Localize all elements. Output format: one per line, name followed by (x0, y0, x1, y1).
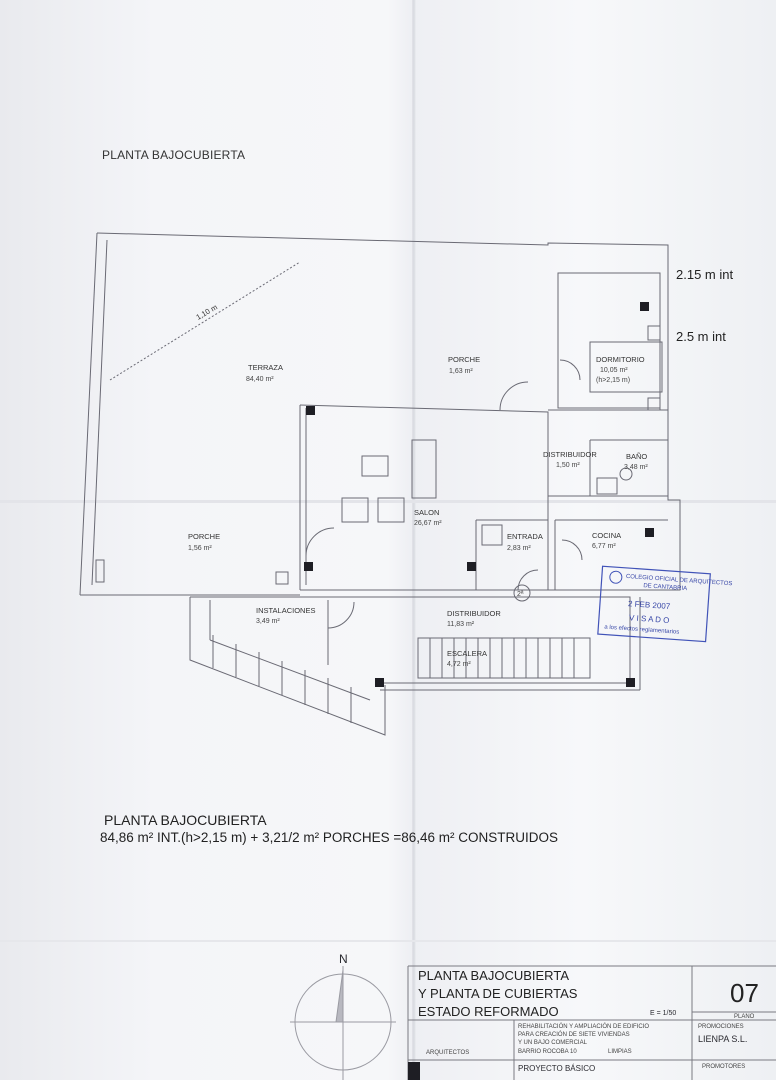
drawing-title-line1: PLANTA BAJOCUBIERTA (418, 968, 569, 983)
room-porche-lower-name: PORCHE (188, 532, 220, 541)
room-instalaciones-name: INSTALACIONES (256, 606, 315, 615)
plan-label: PLANO (734, 1014, 755, 1020)
level-mark: 2ª (517, 591, 524, 598)
project-town: LIMPIAS (608, 1049, 632, 1055)
room-distribuidor-lower-area: 11,83 m² (447, 621, 475, 628)
horizontal-fold (0, 500, 776, 503)
stamp-line3: a los efectos reglamentarios (604, 625, 679, 636)
room-dormitorio-name: DORMITORIO (596, 355, 645, 364)
project-line1: REHABILITACIÓN Y AMPLIACIÓN DE EDIFICIO (518, 1024, 650, 1030)
summary-areas: 84,86 m² INT.(h>2,15 m) + 3,21/2 m² PORC… (100, 830, 559, 845)
promoter-name: LIENPA S.L. (698, 1034, 748, 1044)
promoter-label: PROMOCIONES (698, 1024, 744, 1030)
room-porche-lower-area: 1,56 m² (188, 545, 212, 552)
drawing-scale: E = 1/50 (650, 1010, 677, 1017)
room-terraza-name: TERRAZA (248, 363, 283, 372)
architects-label: ARQUITECTOS (426, 1050, 470, 1056)
room-salon-name: SALON (414, 508, 439, 517)
room-cocina-area: 6,77 m² (592, 543, 616, 550)
room-entrada-name: ENTRADA (507, 532, 543, 541)
room-bano-area: 3,48 m² (624, 464, 648, 471)
promoters-label: PROMOTORES (702, 1064, 746, 1070)
room-distribuidor-lower-name: DISTRIBUIDOR (447, 609, 501, 618)
plan-heading: PLANTA BAJOCUBIERTA (102, 148, 246, 162)
height-annotation-top: 2.15 m int (676, 267, 734, 282)
project-location: BARRIO ROCOBA 10 (518, 1049, 577, 1055)
room-salon-area: 26,67 m² (414, 520, 442, 527)
drawing-title-line2: Y PLANTA DE CUBIERTAS (418, 986, 578, 1001)
room-porche-upper-name: PORCHE (448, 355, 480, 364)
room-dormitorio-area: 10,05 m² (600, 367, 628, 374)
room-dormitorio-note: (h>2,15 m) (596, 377, 630, 384)
slope-dimension: 1,10 m (195, 302, 219, 321)
project-line3: Y UN BAJO COMERCIAL (518, 1040, 587, 1046)
room-instalaciones-area: 3,49 m² (256, 618, 280, 625)
drawing-title-line3: ESTADO REFORMADO (418, 1004, 559, 1019)
stamp-visado: V I S A D O (629, 613, 670, 625)
room-escalera-area: 4,72 m² (447, 661, 471, 668)
height-annotation-middle: 2.5 m int (676, 329, 726, 344)
room-terraza-area: 84,40 m² (246, 376, 274, 383)
project-line2: PARA CREACIÓN DE SIETE VIVIENDAS (518, 1032, 630, 1038)
room-distribuidor-upper-name: DISTRIBUIDOR (543, 450, 597, 459)
stamp-date: 2 FEB 2007 (628, 599, 671, 611)
room-escalera-name: ESCALERA (447, 649, 487, 658)
summary-title: PLANTA BAJOCUBIERTA (104, 812, 267, 828)
room-entrada-area: 2,83 m² (507, 545, 531, 552)
stamp-line2: DE CANTABRIA (643, 583, 687, 592)
plan-number: 07 (730, 978, 759, 1008)
project-phase: PROYECTO BÁSICO (518, 1064, 596, 1073)
room-bano-name: BAÑO (626, 452, 647, 461)
horizontal-fold-lower (0, 940, 776, 942)
north-arrow (290, 966, 396, 1080)
title-block-marker (408, 1062, 420, 1080)
room-distribuidor-upper-area: 1,50 m² (556, 462, 580, 469)
vertical-fold (412, 0, 416, 1080)
room-porche-upper-area: 1,63 m² (449, 368, 473, 375)
room-cocina-name: COCINA (592, 531, 621, 540)
north-label: N (339, 952, 348, 966)
visado-stamp: COLEGIO OFICIAL DE ARQUITECTOS DE CANTAB… (597, 565, 733, 643)
